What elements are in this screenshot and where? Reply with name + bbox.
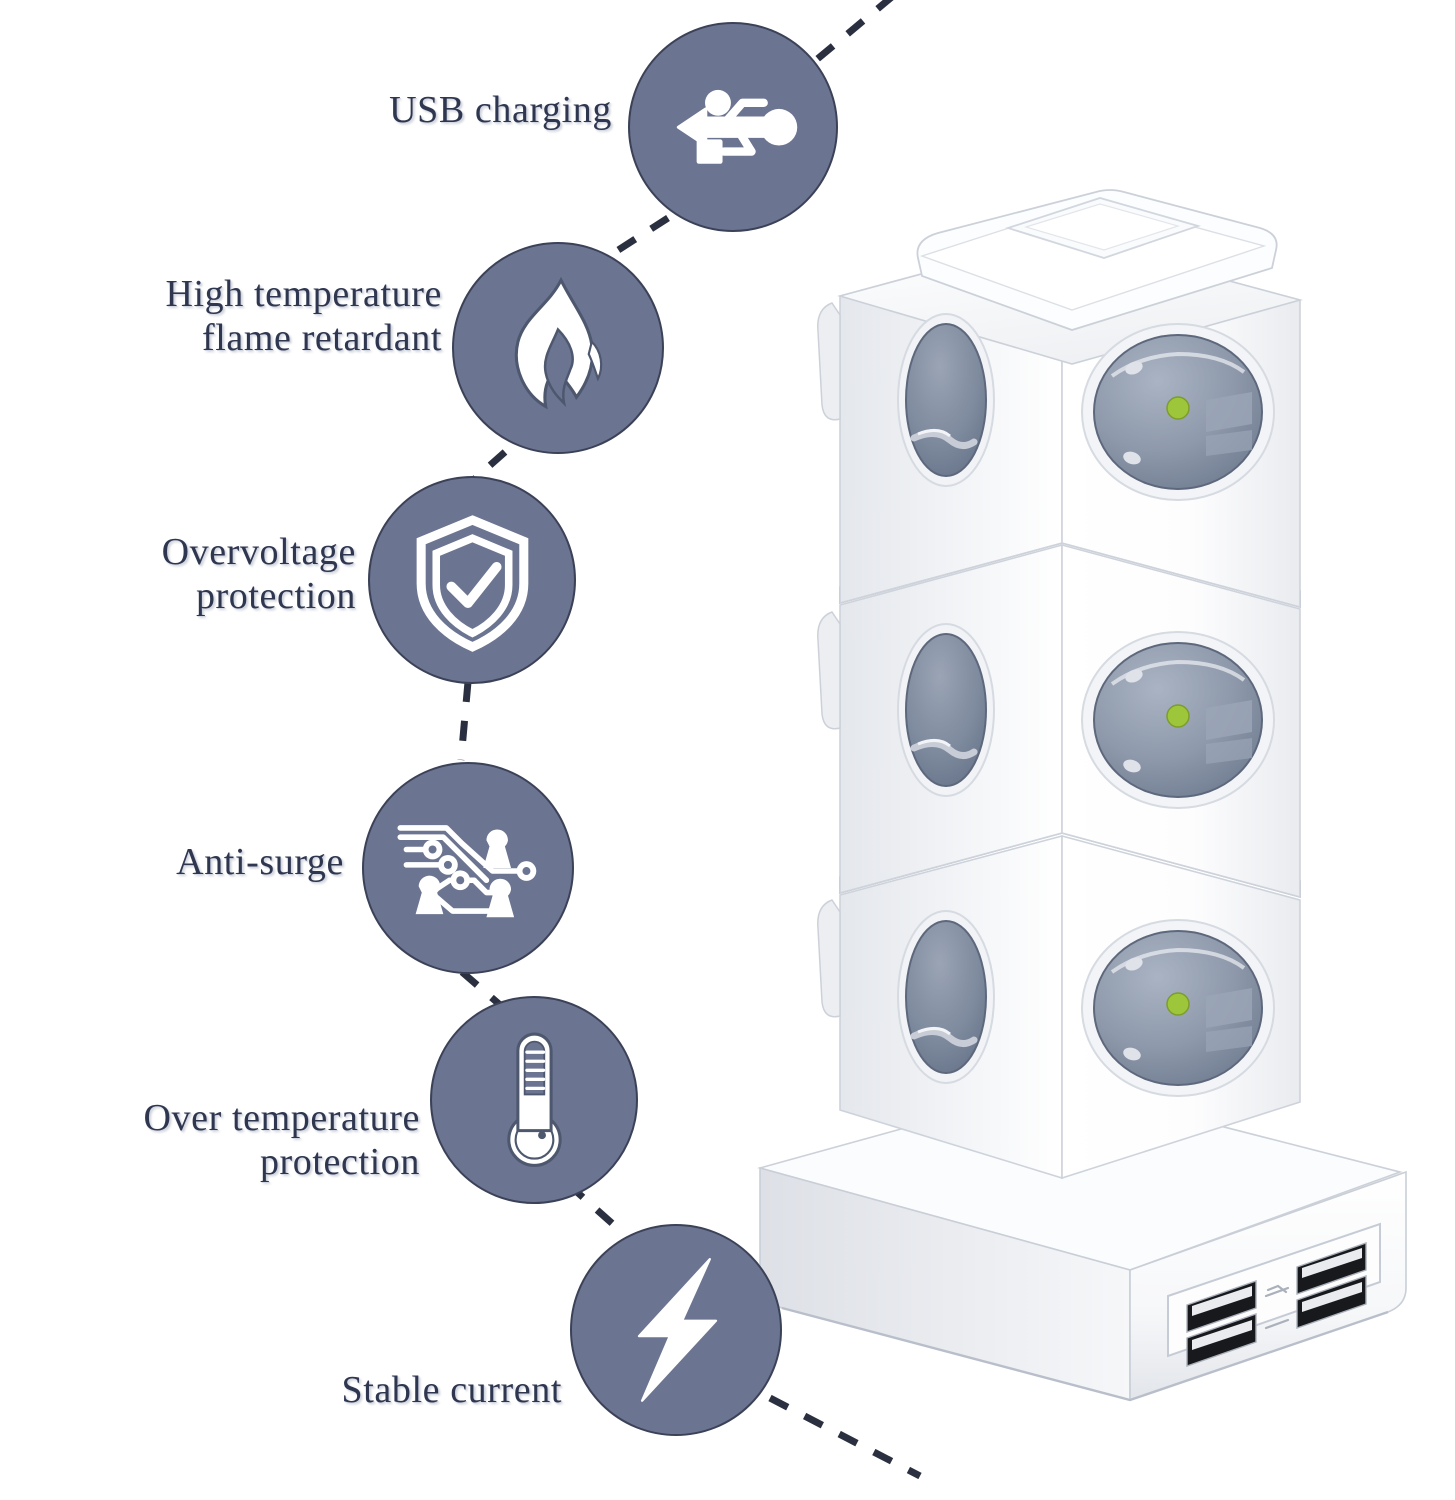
- tower-tier-2: [817, 543, 1301, 899]
- side-cable-flap-3: [817, 899, 841, 1018]
- flame-icon: [452, 242, 664, 454]
- side-cable-flap-2: [817, 611, 841, 730]
- circuit-icon: [362, 762, 574, 974]
- socket-front-1[interactable]: [1081, 323, 1275, 501]
- shield-check-icon: [368, 476, 576, 684]
- socket-left-2[interactable]: [897, 623, 995, 797]
- led-indicator-2: [1166, 704, 1190, 728]
- thermometer-icon: [430, 996, 638, 1204]
- product-image-power-tower: [700, 100, 1455, 1430]
- feature-label-overvoltage-protection: Overvoltage protection: [161, 531, 356, 618]
- tower-top-cap: [916, 189, 1278, 331]
- connector-antisurge-to-overtemp: [459, 969, 502, 1007]
- feature-label-stable-current: Stable current: [341, 1369, 562, 1411]
- usb-trident-symbol: [1264, 1284, 1290, 1330]
- usb-port-panel[interactable]: [1167, 1222, 1381, 1367]
- socket-front-2[interactable]: [1081, 631, 1275, 809]
- feature-label-flame-retardant: High temperature flame retardant: [165, 273, 442, 360]
- lightning-bolt-icon: [570, 1224, 782, 1436]
- socket-left-1[interactable]: [897, 313, 995, 487]
- feature-label-anti-surge: Anti-surge: [176, 841, 344, 883]
- power-switch[interactable]: [1005, 197, 1202, 259]
- socket-left-3[interactable]: [897, 910, 995, 1084]
- usb-icon: [628, 22, 838, 232]
- side-cable-flap-1: [817, 302, 841, 421]
- feature-label-over-temperature-protection: Over temperature protection: [143, 1097, 420, 1184]
- socket-front-3[interactable]: [1081, 919, 1275, 1097]
- feature-label-usb-charging: USB charging: [389, 89, 612, 131]
- connector-overvoltage-to-antisurge: [457, 681, 472, 761]
- led-indicator-1: [1166, 396, 1190, 420]
- tower-tier-3: [817, 834, 1301, 1180]
- led-indicator-3: [1166, 992, 1190, 1016]
